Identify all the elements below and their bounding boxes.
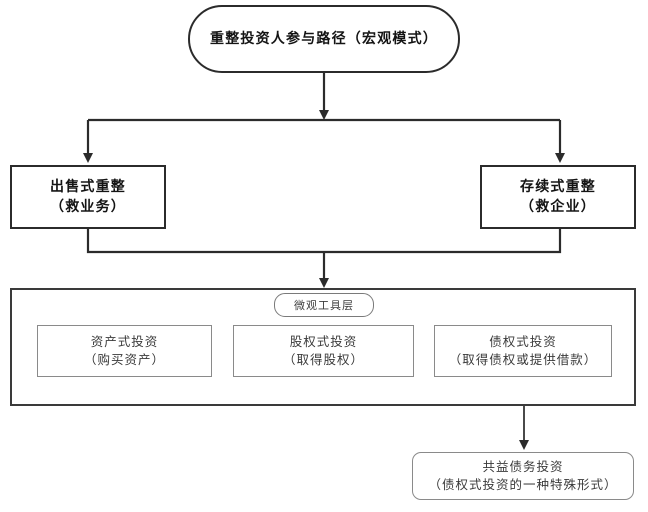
connector-right-to-merge xyxy=(324,229,562,254)
node-common-benefit-debt-investment[interactable]: 共益债务投资 （债权式投资的一种特殊形式） xyxy=(412,452,634,500)
micro-tool-layer-label: 微观工具层 xyxy=(274,293,374,317)
node-equity-investment[interactable]: 股权式投资 （取得股权） xyxy=(233,325,414,377)
node-root-macro-path[interactable]: 重整投资人参与路径（宏观模式） xyxy=(188,5,460,73)
connector-left-to-merge xyxy=(86,229,324,254)
node-sale-restructuring[interactable]: 出售式重整 （救业务） xyxy=(10,165,166,229)
node-asset-investment[interactable]: 资产式投资 （购买资产） xyxy=(37,325,212,377)
node-going-concern-restructuring[interactable]: 存续式重整 （救企业） xyxy=(480,165,636,229)
node-debt-investment[interactable]: 债权式投资 （取得债权或提供借款） xyxy=(434,325,612,377)
